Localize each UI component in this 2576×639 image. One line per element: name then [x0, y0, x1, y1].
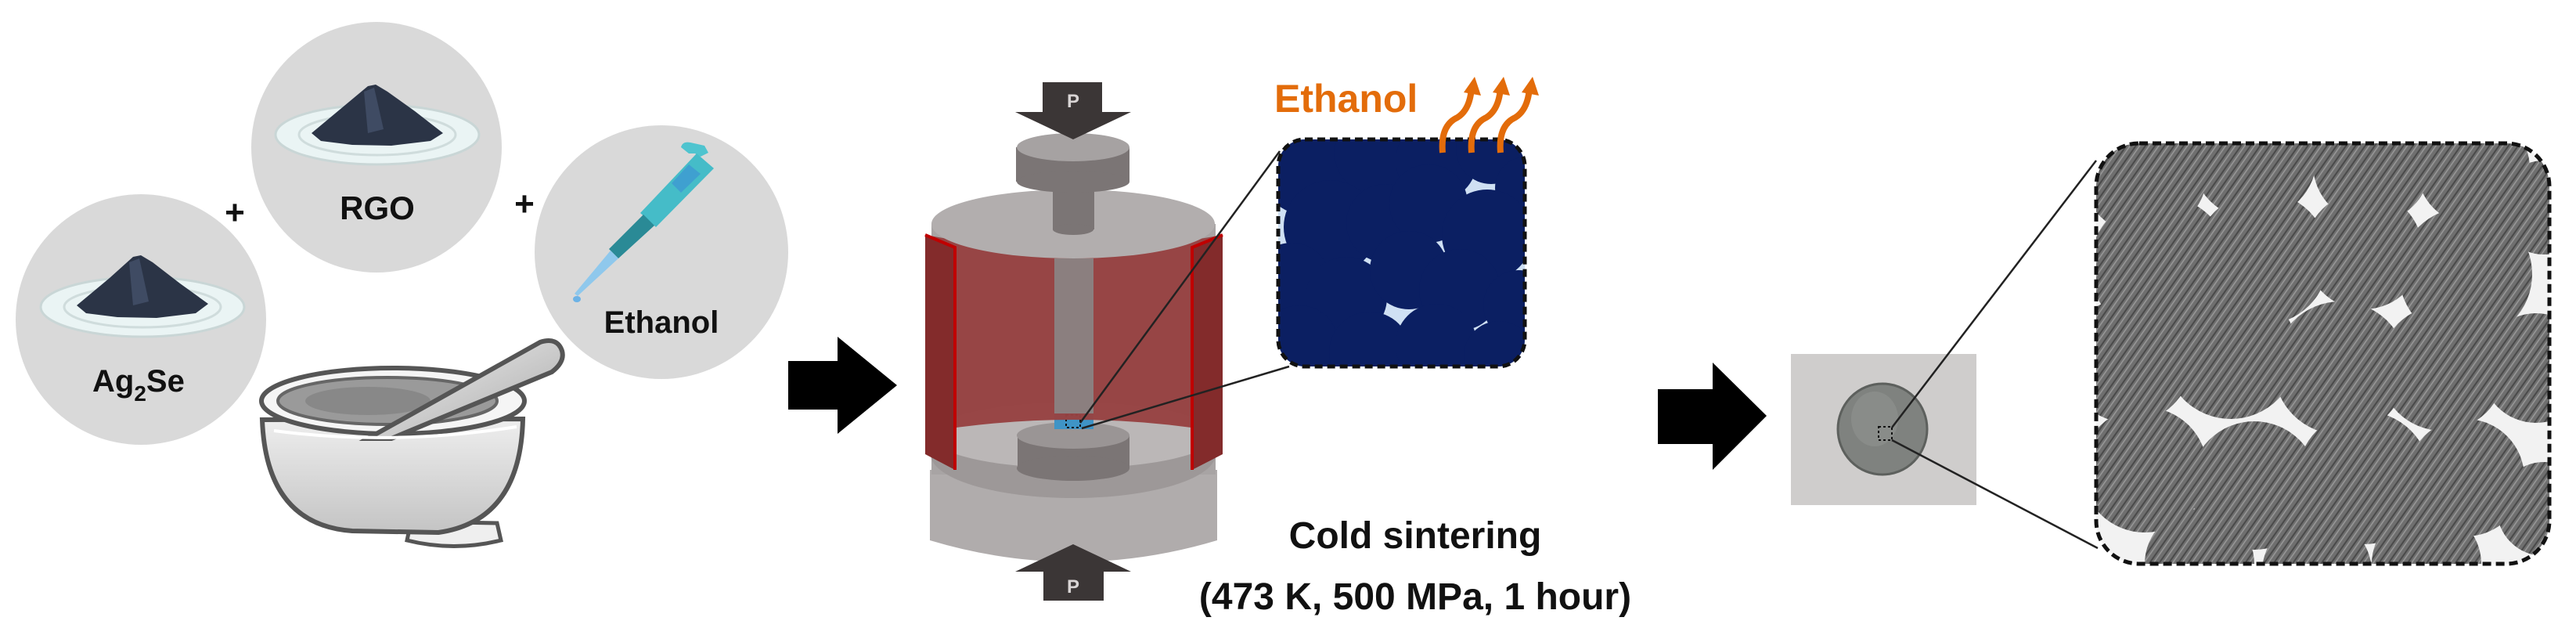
- pipette-icon: [573, 142, 714, 302]
- pressure-arrow-top: P: [1015, 82, 1131, 139]
- zoom-line: [1079, 150, 1281, 424]
- green-body-microstructure-inset: [1276, 137, 1527, 369]
- process-title: Cold sintering: [1289, 515, 1542, 557]
- process-conditions: (473 K, 500 MPa, 1 hour): [1199, 576, 1631, 618]
- zoom-line: [1891, 160, 2097, 428]
- process-arrow: [788, 337, 897, 434]
- ingredient-label: Ethanol: [604, 305, 719, 340]
- powder-on-plate-icon: [274, 85, 481, 166]
- cold-sintering-press: P P: [924, 82, 1223, 601]
- dense-microstructure-inset: [2094, 141, 2552, 566]
- ingredient-rgo: RGO: [251, 22, 502, 273]
- powder-on-plate-icon: [39, 255, 246, 338]
- ethanol-evaporation-label: Ethanol: [1274, 77, 1418, 121]
- zoom-line: [1891, 439, 2099, 550]
- sintered-pellet-photo: [1791, 354, 1976, 505]
- process-arrow: [1658, 363, 1767, 470]
- plus-sign: +: [514, 185, 535, 223]
- evaporation-arrowheads: [1464, 77, 1539, 96]
- mortar-and-pestle-icon: [259, 338, 565, 548]
- ingredient-circle: [535, 125, 788, 379]
- plus-sign: +: [225, 193, 245, 232]
- svg-text:P: P: [1067, 576, 1079, 597]
- evaporation-arrows-icon: [1439, 87, 1533, 153]
- svg-text:P: P: [1067, 91, 1079, 112]
- pressure-arrow-bottom: P: [1015, 544, 1131, 601]
- ingredient-ag2se: Ag2Se: [16, 194, 266, 445]
- sample-region: [1878, 426, 1893, 441]
- ingredient-label: RGO: [340, 190, 415, 226]
- ingredient-label: Ag2Se: [92, 364, 185, 406]
- ingredient-ethanol: Ethanol: [535, 125, 788, 379]
- zoom-line: [1081, 365, 1290, 430]
